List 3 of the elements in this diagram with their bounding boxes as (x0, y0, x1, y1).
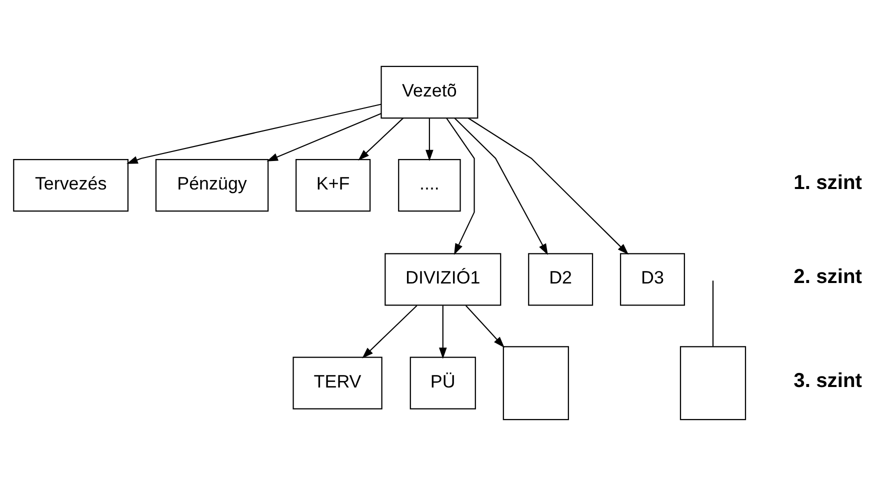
label: 3. szint (793, 369, 862, 392)
label: 1. szint (793, 172, 862, 194)
label: 2. szint (793, 266, 862, 288)
